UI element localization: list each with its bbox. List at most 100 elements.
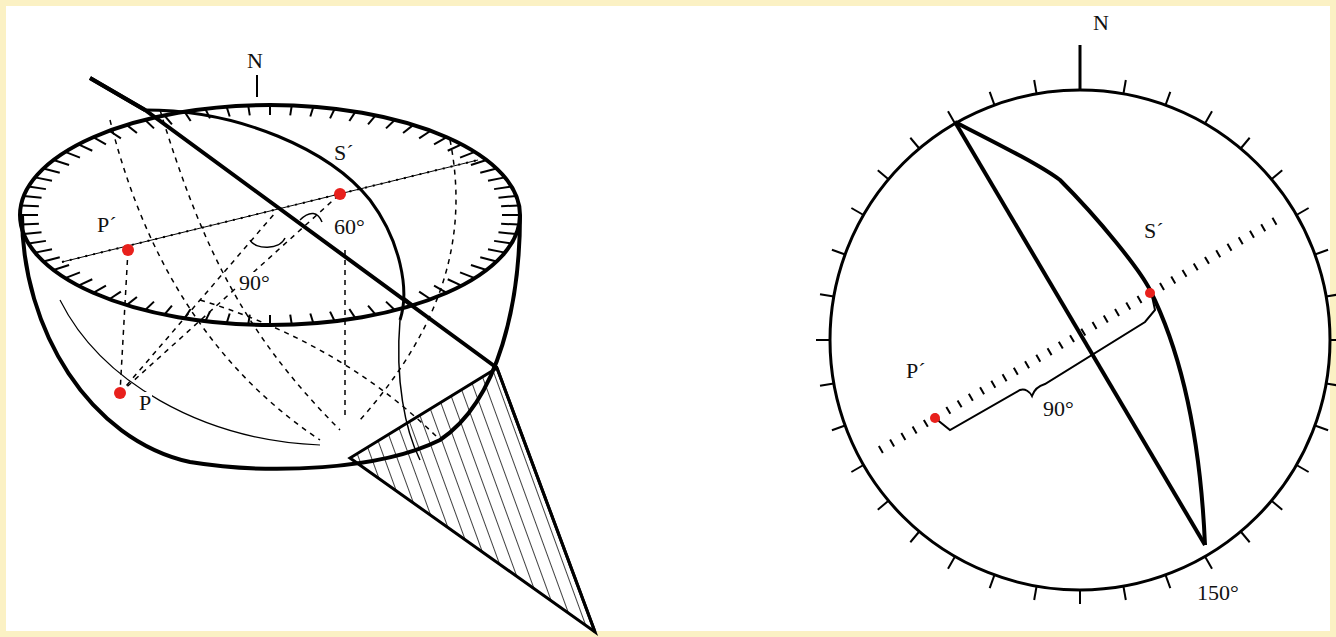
tick-mark bbox=[502, 214, 520, 216]
pole-label: P´ bbox=[96, 214, 118, 236]
great-circle bbox=[955, 122, 1205, 545]
tick-mark bbox=[269, 105, 271, 115]
pole-label: P bbox=[138, 392, 152, 414]
tick-mark bbox=[460, 272, 475, 278]
tick-mark bbox=[53, 160, 69, 165]
tick-mark bbox=[498, 232, 516, 234]
angle-label: 90° bbox=[1042, 398, 1075, 420]
tick-mark bbox=[403, 125, 413, 133]
tick-mark bbox=[1205, 111, 1212, 123]
tick-mark bbox=[1297, 208, 1309, 215]
tick-mark bbox=[21, 204, 39, 207]
tick-mark bbox=[1123, 586, 1125, 600]
tick-mark bbox=[184, 309, 190, 318]
tick-mark bbox=[24, 196, 42, 198]
tick-mark bbox=[494, 241, 511, 244]
tick-mark bbox=[480, 169, 496, 173]
degree-ticks bbox=[816, 80, 1336, 604]
tick-mark bbox=[851, 465, 863, 472]
tick-mark bbox=[878, 501, 889, 510]
great-circle bbox=[145, 110, 404, 320]
pole-label: S´ bbox=[1143, 220, 1165, 242]
tick-mark bbox=[1326, 294, 1336, 296]
tick-mark bbox=[1166, 575, 1171, 588]
angle-label: 90° bbox=[238, 272, 271, 294]
tick-mark bbox=[368, 306, 376, 315]
tick-mark bbox=[227, 107, 230, 117]
tick-mark bbox=[386, 302, 395, 311]
tick-mark bbox=[248, 105, 250, 115]
north-tick bbox=[1079, 45, 1082, 90]
tick-mark bbox=[349, 112, 355, 121]
tick-mark bbox=[93, 137, 106, 144]
tick-mark bbox=[20, 214, 38, 216]
tick-mark bbox=[1315, 426, 1328, 431]
tick-mark bbox=[1272, 170, 1283, 179]
tick-mark bbox=[501, 223, 519, 226]
tick-mark bbox=[290, 105, 292, 115]
stereonet-circle bbox=[830, 90, 1330, 590]
tick-mark bbox=[419, 131, 431, 139]
pole-label: P´ bbox=[905, 360, 927, 382]
tick-mark bbox=[419, 292, 431, 300]
tick-mark bbox=[990, 92, 995, 105]
tick-mark bbox=[448, 144, 462, 150]
tick-mark bbox=[35, 177, 52, 180]
tick-mark bbox=[832, 426, 845, 431]
pole-point bbox=[122, 244, 134, 256]
tick-mark bbox=[1326, 383, 1336, 385]
tick-mark bbox=[1123, 80, 1125, 94]
pole-label: S´ bbox=[333, 142, 355, 164]
tick-mark bbox=[851, 208, 863, 215]
tick-mark bbox=[290, 315, 292, 325]
tick-mark bbox=[1315, 250, 1328, 255]
tick-mark bbox=[460, 152, 475, 158]
tick-mark bbox=[368, 115, 376, 124]
azimuth-label: 150° bbox=[1196, 582, 1240, 604]
tick-mark bbox=[109, 292, 121, 300]
tick-mark bbox=[330, 109, 335, 119]
tick-mark bbox=[127, 297, 137, 305]
tick-mark bbox=[29, 241, 46, 244]
dip-line-core bbox=[62, 160, 478, 262]
tick-mark bbox=[269, 315, 271, 325]
tick-mark bbox=[910, 138, 919, 149]
tick-mark bbox=[494, 187, 511, 190]
tick-mark bbox=[488, 177, 505, 180]
tick-mark bbox=[948, 557, 955, 569]
pole-point bbox=[1145, 288, 1155, 298]
tick-mark bbox=[480, 257, 496, 261]
strike-plane bbox=[90, 78, 497, 368]
tick-mark bbox=[310, 107, 313, 117]
tick-mark bbox=[35, 249, 52, 252]
degree-ticks bbox=[20, 105, 520, 325]
tick-mark bbox=[386, 120, 395, 129]
tick-mark bbox=[1272, 501, 1283, 510]
tick-mark bbox=[878, 170, 889, 179]
primitive-circle bbox=[20, 105, 520, 325]
tick-mark bbox=[488, 249, 505, 252]
tick-mark bbox=[145, 302, 154, 311]
tick-mark bbox=[227, 313, 230, 323]
tick-mark bbox=[78, 279, 92, 285]
tick-mark bbox=[349, 309, 355, 318]
angle-bracket bbox=[935, 296, 1155, 430]
tick-mark bbox=[21, 223, 39, 226]
tick-mark bbox=[1205, 557, 1212, 569]
tick-mark bbox=[1034, 80, 1036, 94]
tick-mark bbox=[93, 286, 106, 293]
tick-mark bbox=[43, 257, 59, 261]
tick-mark bbox=[330, 312, 335, 322]
tick-mark bbox=[948, 111, 955, 123]
pole-point bbox=[114, 387, 126, 399]
tick-mark bbox=[1241, 138, 1250, 149]
pole-point bbox=[930, 413, 940, 423]
page-ground bbox=[6, 6, 1330, 631]
tick-mark bbox=[1297, 465, 1309, 472]
north-tick bbox=[256, 75, 258, 97]
tick-mark bbox=[1330, 339, 1336, 341]
pole-point bbox=[334, 188, 346, 200]
tick-mark bbox=[78, 144, 92, 150]
tick-mark bbox=[1166, 92, 1171, 105]
